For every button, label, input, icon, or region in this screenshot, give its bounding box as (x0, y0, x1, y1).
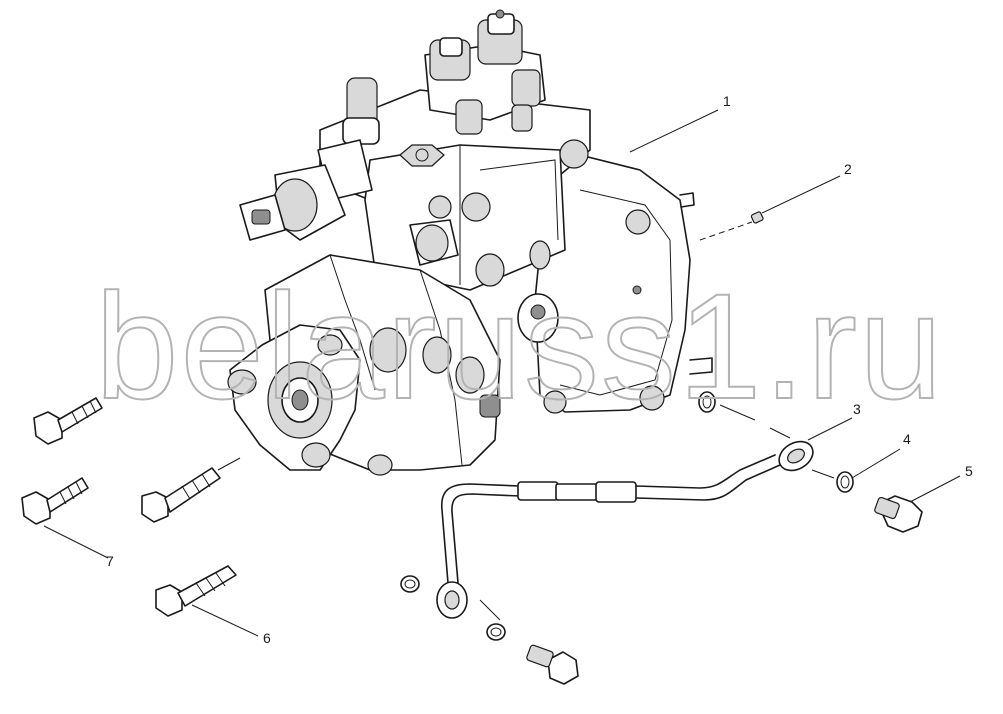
fuel-pump-assembly (227, 9, 713, 476)
banjo-bolts (526, 495, 923, 685)
mounting-bolts-long (141, 467, 237, 617)
callout-1: 1 (723, 93, 731, 109)
sealing-washers (400, 391, 854, 641)
callout-3: 3 (853, 401, 861, 417)
mounting-bolts-short (21, 397, 103, 525)
metering-unit (239, 164, 346, 241)
outlet-fittings (424, 9, 546, 135)
callout-labels: 1 2 3 4 5 6 7 (106, 93, 973, 646)
callout-5: 5 (965, 463, 973, 479)
callout-6: 6 (263, 630, 271, 646)
callout-7: 7 (106, 553, 114, 569)
callout-2: 2 (844, 161, 852, 177)
fuel-line-tube (436, 440, 814, 619)
leader-lines (43, 109, 961, 637)
watermark-text: belaruss1.ru (95, 262, 944, 430)
callout-4: 4 (903, 431, 911, 447)
part-2-plug (699, 211, 764, 241)
